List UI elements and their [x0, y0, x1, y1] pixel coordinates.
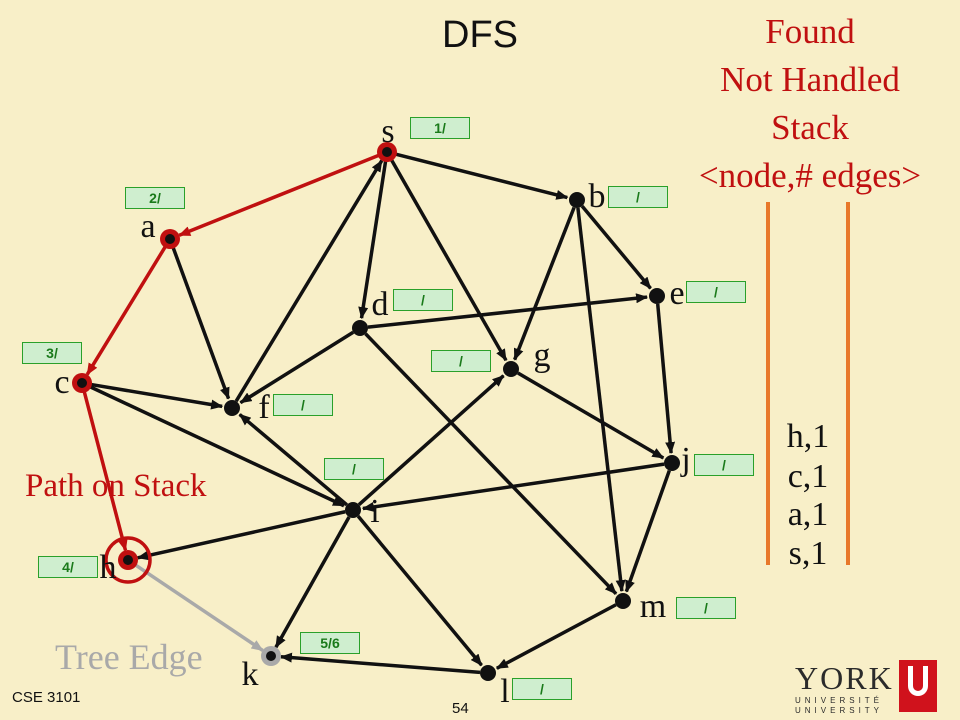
edge-c-i	[88, 384, 345, 508]
edge-l-k	[279, 652, 481, 675]
edge-a-c	[85, 244, 168, 376]
edge-b-g	[513, 206, 576, 361]
stack-entry: h,1	[786, 418, 830, 455]
node-e	[649, 288, 665, 304]
timestamp-d: /	[393, 289, 453, 311]
york-logo: YORK UNIVERSITÉ UNIVERSITY	[795, 660, 943, 716]
edge-c-f	[89, 382, 224, 410]
timestamp-j: /	[694, 454, 754, 476]
edge-h-k	[133, 563, 264, 652]
timestamp-h: 4/	[38, 556, 98, 578]
node-c	[72, 373, 92, 393]
edge-j-i	[361, 462, 665, 512]
timestamp-l: /	[512, 678, 572, 700]
timestamp-f: /	[273, 394, 333, 416]
edge-s-b	[394, 152, 569, 200]
node-label-m: m	[640, 588, 666, 625]
edge-b-m	[576, 207, 626, 593]
edge-i-k	[274, 516, 351, 649]
node-b	[569, 192, 585, 208]
node-g	[503, 361, 519, 377]
logo-line-2: UNIVERSITY	[795, 706, 884, 715]
legend-found: Found	[765, 12, 855, 51]
legend-not-handled: Not Handled	[720, 60, 900, 99]
edge-b-e	[580, 205, 652, 290]
stack-entry: a,1	[787, 496, 829, 533]
edge-d-f	[239, 330, 355, 405]
edge-e-j	[655, 303, 676, 455]
timestamp-b: /	[608, 186, 668, 208]
edge-i-f	[238, 413, 349, 507]
node-label-k: k	[242, 656, 259, 693]
edge-d-e	[367, 293, 649, 329]
edge-i-l	[356, 515, 483, 667]
timestamp-m: /	[676, 597, 736, 619]
timestamp-s: 1/	[410, 117, 470, 139]
node-label-f: f	[258, 389, 270, 426]
timestamp-g: /	[431, 350, 491, 372]
path-on-stack-label: Path on Stack	[25, 468, 207, 504]
node-j	[664, 455, 680, 471]
node-label-a: a	[140, 208, 155, 245]
edge-c-h	[82, 390, 128, 552]
timestamp-i: /	[324, 458, 384, 480]
edge-g-j	[517, 371, 665, 460]
node-label-s: s	[381, 113, 394, 150]
node-label-h: h	[100, 549, 117, 586]
node-label-d: d	[372, 286, 389, 323]
course-code: CSE 3101	[12, 689, 81, 706]
timestamp-e: /	[686, 281, 746, 303]
node-m	[615, 593, 631, 609]
node-label-j: j	[680, 441, 690, 478]
node-label-c: c	[54, 364, 69, 401]
edge-s-a	[178, 153, 381, 237]
node-label-e: e	[669, 275, 684, 312]
node-a	[160, 229, 180, 249]
legend-node-edges: <node,# edges>	[698, 156, 922, 195]
slide-title: DFS	[442, 14, 518, 56]
node-l	[480, 665, 496, 681]
logo-line-1: UNIVERSITÉ	[795, 696, 884, 705]
legend-stack: Stack	[771, 108, 849, 147]
node-label-l: l	[500, 673, 509, 710]
logo-word: YORK	[795, 660, 894, 696]
edge-d-m	[364, 332, 618, 596]
node-k	[261, 646, 281, 666]
edge-i-g	[357, 374, 505, 506]
york-shield-icon	[899, 660, 937, 712]
edge-j-m	[624, 469, 671, 593]
node-label-g: g	[534, 337, 551, 374]
timestamp-c: 3/	[22, 342, 82, 364]
edge-a-f	[171, 245, 231, 400]
node-d	[352, 320, 368, 336]
timestamp-k: 5/6	[300, 632, 360, 654]
edge-m-l	[495, 603, 617, 670]
stack-entry: s,1	[788, 535, 828, 572]
edge-s-g	[389, 158, 508, 362]
node-s	[377, 142, 397, 162]
edge-f-s	[234, 159, 384, 403]
node-i	[345, 502, 361, 518]
page-number: 54	[452, 700, 469, 717]
node-h	[104, 536, 152, 584]
timestamp-a: 2/	[125, 187, 185, 209]
node-f	[224, 400, 240, 416]
tree-edge-label: Tree Edge	[55, 637, 203, 677]
edge-i-h	[136, 510, 346, 561]
edge-s-d	[358, 159, 388, 320]
node-label-i: i	[370, 493, 379, 530]
node-label-b: b	[589, 178, 606, 215]
stack-entry: c,1	[787, 458, 829, 495]
